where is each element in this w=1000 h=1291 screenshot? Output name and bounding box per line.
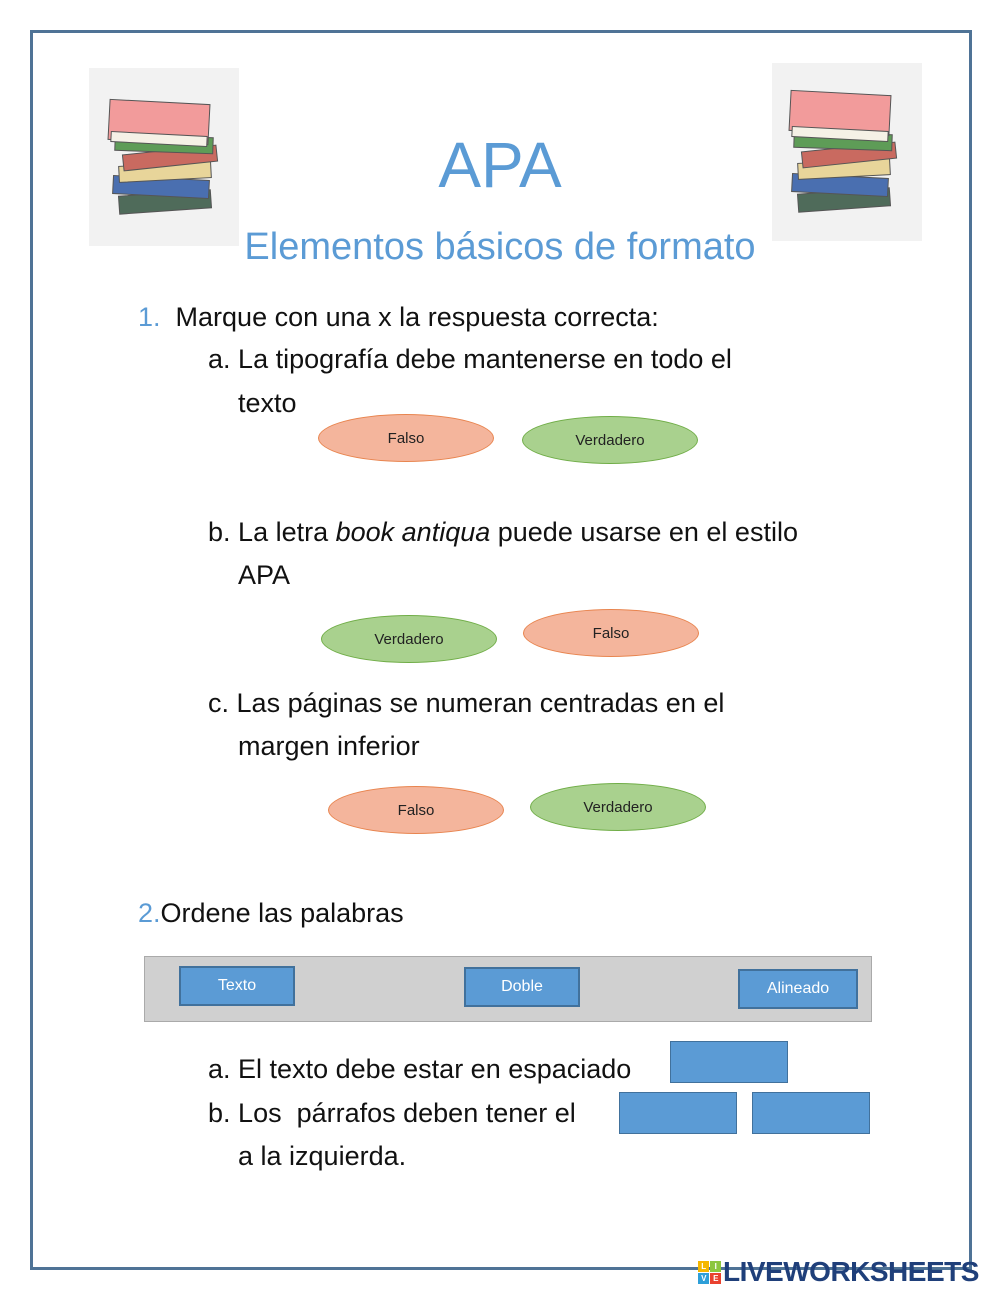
item-text: puede usarse en el estilo bbox=[490, 517, 798, 547]
item-text: El texto debe estar en espaciado bbox=[238, 1054, 632, 1084]
item-text-italic: book antiqua bbox=[335, 517, 491, 547]
badge-letter: E bbox=[710, 1272, 721, 1284]
item-text: Las páginas se numeran centradas en el bbox=[236, 688, 725, 718]
liveworksheets-logo: L I V E LIVEWORKSHEETS bbox=[698, 1256, 979, 1288]
word-bank: Texto Doble Alineado bbox=[144, 956, 872, 1022]
drop-zone-2a[interactable] bbox=[670, 1041, 788, 1083]
item-2b-line1: b. Los párrafos deben tener el bbox=[208, 1098, 576, 1129]
logo-text: LIVEWORKSHEETS bbox=[723, 1256, 979, 1287]
prompt-text: Marque con una x la respuesta correcta: bbox=[175, 302, 659, 332]
prompt-text: Ordene las palabras bbox=[160, 898, 404, 928]
question-number: 1. bbox=[138, 302, 161, 332]
item-b-line2: APA bbox=[238, 560, 291, 590]
drop-zone-2b-1[interactable] bbox=[619, 1092, 737, 1134]
word-alineado[interactable]: Alineado bbox=[738, 969, 858, 1009]
item-2b-line2: a la izquierda. bbox=[238, 1141, 407, 1171]
item-2a: a. El texto debe estar en espaciado bbox=[208, 1054, 631, 1085]
item-letter: b. bbox=[208, 517, 231, 547]
item-text: Los párrafos deben tener el bbox=[238, 1098, 576, 1128]
option-falso-a[interactable]: Falso bbox=[318, 414, 494, 462]
option-falso-c[interactable]: Falso bbox=[328, 786, 504, 834]
word-doble[interactable]: Doble bbox=[464, 967, 580, 1007]
item-a-line2: texto bbox=[238, 388, 297, 418]
question-1-prompt: 1. Marque con una x la respuesta correct… bbox=[138, 302, 659, 333]
option-verdadero-c[interactable]: Verdadero bbox=[530, 783, 706, 831]
badge-letter: V bbox=[698, 1272, 709, 1284]
books-stack-image-right bbox=[772, 63, 922, 241]
item-letter: a. bbox=[208, 344, 231, 374]
item-letter: b. bbox=[208, 1098, 231, 1128]
item-b-line1: b. La letra book antiqua puede usarse en… bbox=[208, 517, 798, 548]
badge-letter: I bbox=[710, 1260, 721, 1272]
item-c-line2: margen inferior bbox=[238, 731, 420, 761]
badge-letter: L bbox=[698, 1260, 709, 1272]
item-letter: a. bbox=[208, 1054, 231, 1084]
page-subtitle: Elementos básicos de formato bbox=[244, 226, 756, 268]
books-stack-image-left bbox=[89, 68, 239, 246]
word-texto[interactable]: Texto bbox=[179, 966, 295, 1006]
question-number: 2. bbox=[138, 898, 161, 928]
item-c-line1: c. Las páginas se numeran centradas en e… bbox=[208, 688, 724, 719]
page-title: APA bbox=[438, 129, 562, 201]
option-verdadero-a[interactable]: Verdadero bbox=[522, 416, 698, 464]
drop-zone-2b-2[interactable] bbox=[752, 1092, 870, 1134]
question-2-prompt: 2.Ordene las palabras bbox=[138, 898, 404, 929]
item-text: La letra bbox=[238, 517, 336, 547]
option-falso-b[interactable]: Falso bbox=[523, 609, 699, 657]
page-border bbox=[30, 30, 972, 1270]
live-badge-icon: L I V E bbox=[698, 1260, 721, 1284]
option-verdadero-b[interactable]: Verdadero bbox=[321, 615, 497, 663]
item-letter: c. bbox=[208, 688, 230, 718]
item-a-line1: a. La tipografía debe mantenerse en todo… bbox=[208, 344, 732, 375]
item-text: La tipografía debe mantenerse en todo el bbox=[238, 344, 732, 374]
